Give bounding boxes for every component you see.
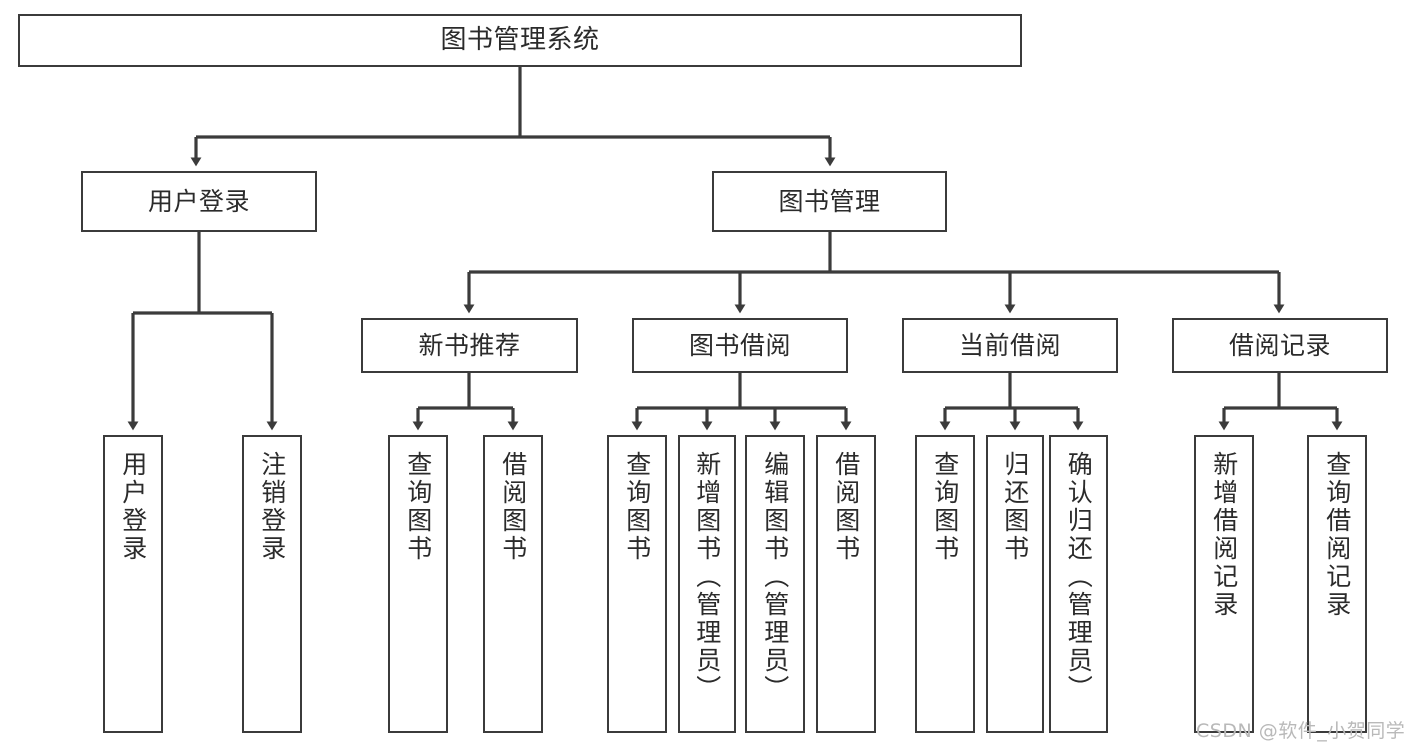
node-leaf-confirm-return[interactable]: 确认归还（管理员） [1049, 435, 1108, 733]
node-leaf-return-book-label: 归还图书 [1000, 451, 1030, 563]
node-leaf-user-login[interactable]: 用户登录 [103, 435, 163, 733]
node-leaf-logout[interactable]: 注销登录 [242, 435, 302, 733]
node-leaf-query-book-1-label: 查询图书 [403, 451, 433, 563]
node-borrow-record-label: 借阅记录 [1228, 330, 1331, 360]
node-book-borrow[interactable]: 图书借阅 [632, 318, 848, 373]
node-leaf-confirm-return-label: 确认归还（管理员） [1064, 451, 1094, 703]
node-leaf-user-login-label: 用户登录 [118, 451, 148, 563]
node-borrow-record[interactable]: 借阅记录 [1172, 318, 1388, 373]
node-current-borrow[interactable]: 当前借阅 [902, 318, 1118, 373]
node-book-manage-label: 图书管理 [778, 186, 881, 216]
node-user-login[interactable]: 用户登录 [81, 171, 317, 232]
node-leaf-add-book[interactable]: 新增图书（管理员） [678, 435, 736, 733]
node-root[interactable]: 图书管理系统 [18, 14, 1022, 67]
node-leaf-query-book-3[interactable]: 查询图书 [915, 435, 975, 733]
node-leaf-add-book-label: 新增图书（管理员） [692, 451, 722, 703]
node-root-label: 图书管理系统 [440, 25, 600, 56]
node-leaf-edit-book-label: 编辑图书（管理员） [760, 451, 790, 703]
node-leaf-borrow-book-1[interactable]: 借阅图书 [483, 435, 543, 733]
node-leaf-query-book-1[interactable]: 查询图书 [388, 435, 448, 733]
node-leaf-add-record[interactable]: 新增借阅记录 [1194, 435, 1254, 733]
node-leaf-logout-label: 注销登录 [257, 451, 287, 563]
node-leaf-query-book-3-label: 查询图书 [930, 451, 960, 563]
node-leaf-borrow-book-1-label: 借阅图书 [498, 451, 528, 563]
node-leaf-borrow-book-2-label: 借阅图书 [831, 451, 861, 563]
node-leaf-borrow-book-2[interactable]: 借阅图书 [816, 435, 876, 733]
node-leaf-query-book-2-label: 查询图书 [622, 451, 652, 563]
node-leaf-add-record-label: 新增借阅记录 [1209, 451, 1239, 619]
node-leaf-return-book[interactable]: 归还图书 [986, 435, 1044, 733]
node-leaf-query-record[interactable]: 查询借阅记录 [1307, 435, 1367, 733]
node-leaf-query-book-2[interactable]: 查询图书 [607, 435, 667, 733]
node-book-borrow-label: 图书借阅 [688, 330, 791, 360]
node-leaf-query-record-label: 查询借阅记录 [1322, 451, 1352, 619]
node-current-borrow-label: 当前借阅 [958, 330, 1061, 360]
node-new-book-recommend[interactable]: 新书推荐 [361, 318, 578, 373]
node-book-manage[interactable]: 图书管理 [712, 171, 947, 232]
node-leaf-edit-book[interactable]: 编辑图书（管理员） [745, 435, 805, 733]
node-new-book-recommend-label: 新书推荐 [418, 330, 521, 360]
node-user-login-label: 用户登录 [147, 186, 250, 216]
csdn-watermark: CSDN @软件_小贺同学 [1196, 720, 1405, 742]
